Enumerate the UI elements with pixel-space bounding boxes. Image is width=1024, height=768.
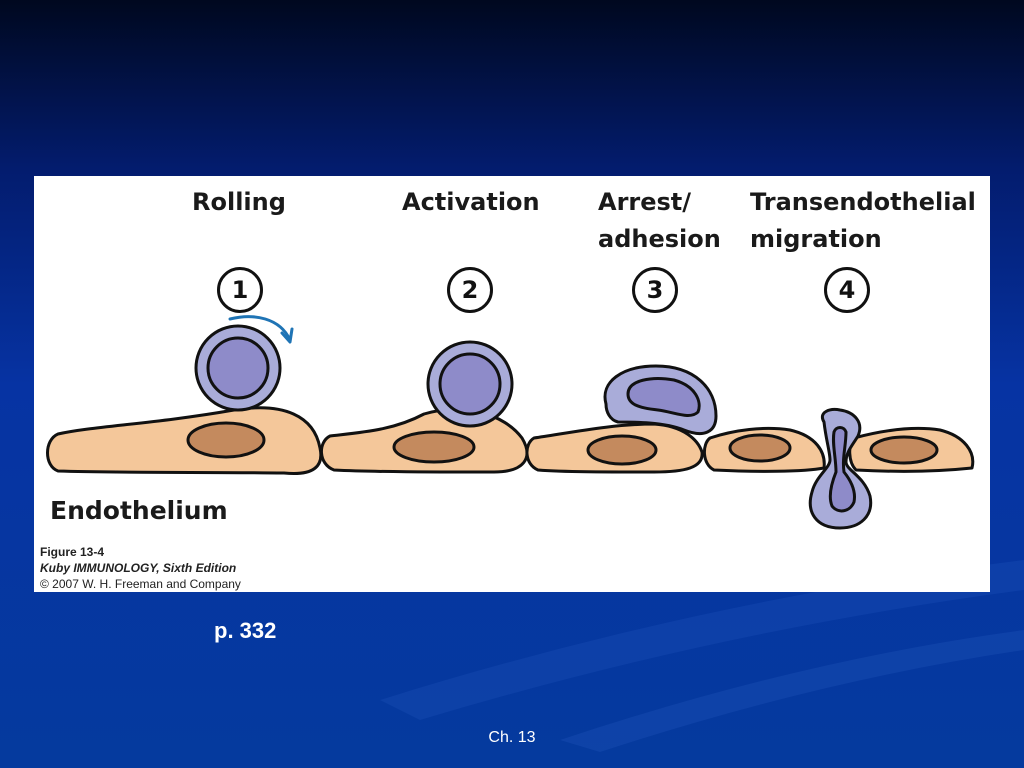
endothelial-nucleus [586, 434, 658, 466]
step-2-badge: 2 [447, 267, 493, 313]
endothelial-nucleus [186, 421, 266, 459]
extravasation-drawing [46, 315, 975, 530]
leukocyte-nucleus [828, 426, 856, 513]
stage-activation-label: Activation [402, 188, 540, 216]
endothelium-label: Endothelium [50, 496, 228, 525]
endothelial-cell [46, 406, 323, 476]
slide-footer: Ch. 13 [488, 729, 536, 746]
stage-transendothelial-migration-label: Transendothelial migration [750, 188, 976, 253]
step-3-badge: 3 [632, 267, 678, 313]
copyright-line: © 2007 W. H. Freeman and Company [40, 577, 241, 591]
endothelial-nucleus [392, 430, 476, 464]
leukocyte-nucleus [626, 377, 701, 417]
step-1-badge: 1 [217, 267, 263, 313]
endothelial-nucleus [869, 435, 939, 465]
figure-caption: Figure 13-4 Kuby IMMUNOLOGY, Sixth Editi… [40, 544, 241, 592]
stage-rolling-label: Rolling [192, 188, 286, 216]
step-4-badge: 4 [824, 267, 870, 313]
leukocyte-nucleus [438, 352, 502, 416]
endothelial-nucleus [728, 433, 792, 463]
book-title: Kuby IMMUNOLOGY, Sixth Edition [40, 561, 237, 575]
rolling-arrow [228, 315, 294, 344]
stage-arrest-adhesion-label: Arrest/ adhesion [598, 188, 721, 253]
leukocyte-nucleus [206, 336, 270, 400]
leukocyte-extravasation-figure: Rolling Activation Arrest/ adhesion Tran… [34, 176, 990, 592]
page-reference: p. 332 [214, 618, 277, 643]
figure-number: Figure 13-4 [40, 545, 105, 559]
